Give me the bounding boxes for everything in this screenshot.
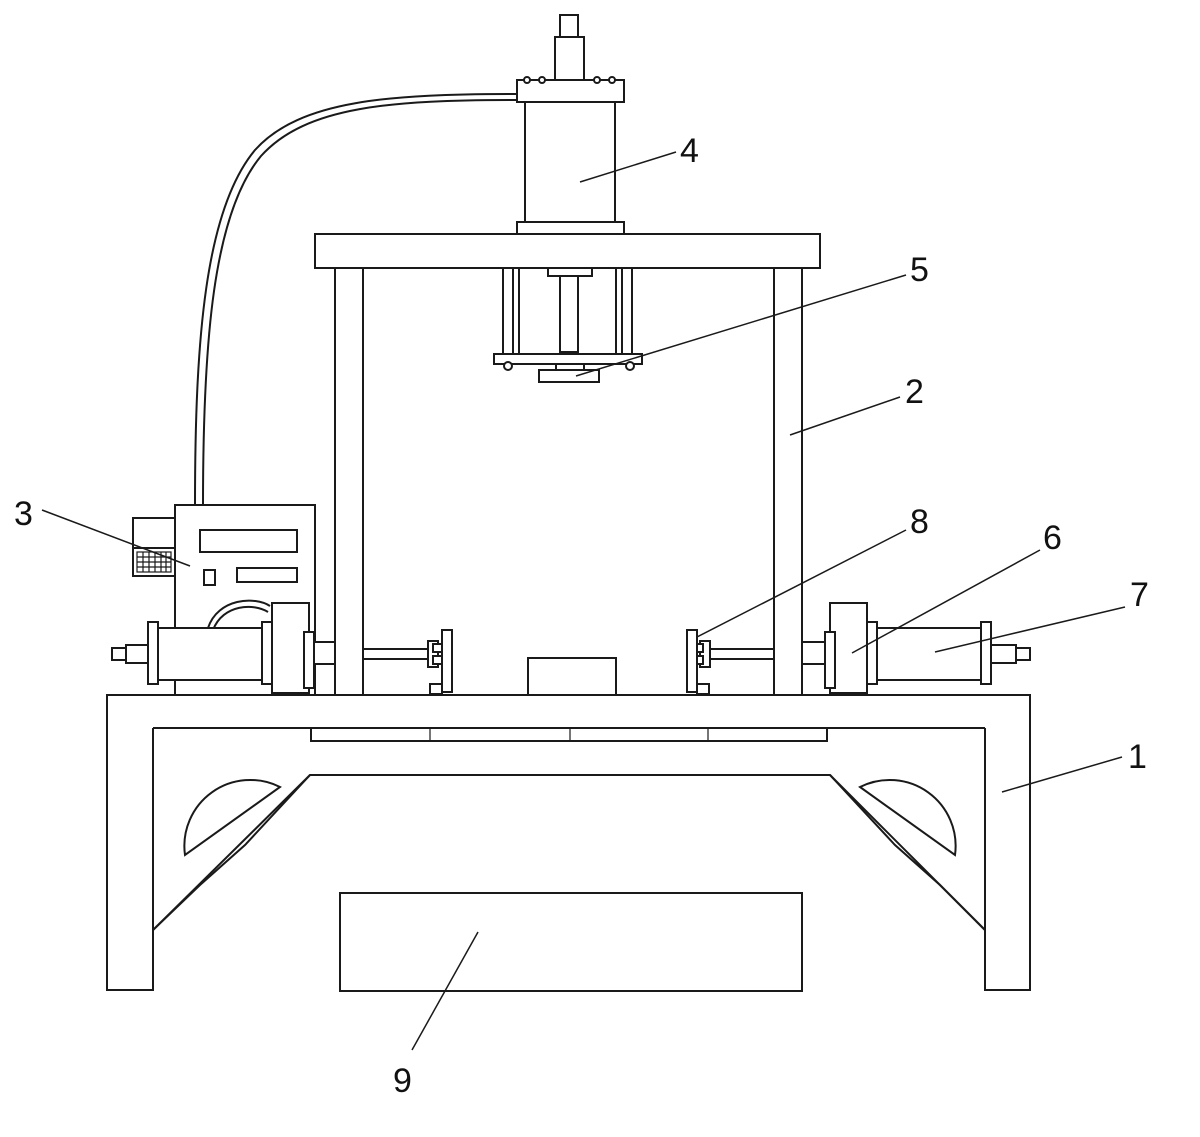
part-label-2: 2 xyxy=(905,373,924,411)
part-label-1: 1 xyxy=(1128,738,1147,776)
part-label-7: 7 xyxy=(1130,576,1149,614)
hydraulic-cylinder xyxy=(517,15,624,234)
part-label-8: 8 xyxy=(910,503,929,541)
part-label-5: 5 xyxy=(910,251,929,289)
press-head xyxy=(494,268,642,382)
lower-box xyxy=(340,893,802,991)
right-clamp-cylinder xyxy=(687,603,1030,694)
part-label-6: 6 xyxy=(1043,519,1062,557)
part-label-4: 4 xyxy=(680,132,699,170)
left-clamp-cylinder xyxy=(112,603,452,694)
part-label-9: 9 xyxy=(393,1062,412,1100)
part-label-3: 3 xyxy=(14,495,33,533)
workpiece xyxy=(528,658,616,695)
